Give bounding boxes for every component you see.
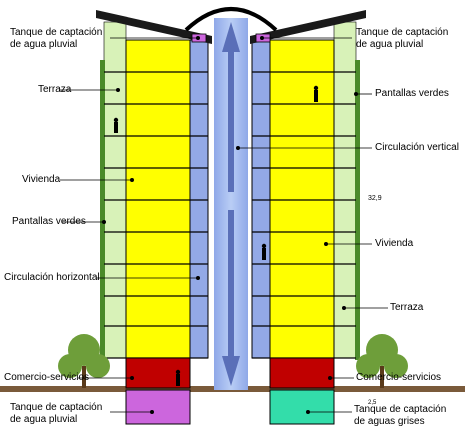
label-rain-tank-roof-right: Tanque de captación de agua pluvial	[356, 27, 448, 51]
label-terrace-left: Terraza	[38, 84, 72, 95]
label-horizontal-circulation: Circulación horizontal	[4, 272, 100, 283]
horizontal-circulation-right	[251, 39, 271, 359]
grey-water-tank	[269, 389, 335, 425]
green-vine-left	[100, 60, 105, 360]
horizontal-circulation-left	[189, 39, 209, 359]
label-dimension-height: 32,9	[368, 195, 382, 202]
label-rain-tank-underground: Tanque de captación de agua pluvial	[10, 402, 102, 426]
housing-block-right	[269, 39, 335, 359]
housing-block-left	[125, 39, 191, 359]
label-green-screens-right: Pantallas verdes	[375, 88, 449, 99]
floor-lines-left	[104, 71, 208, 359]
label-commerce-right: Comercio-servicios	[356, 372, 442, 383]
label-housing-right: Vivienda	[375, 238, 414, 249]
commerce-right	[269, 357, 335, 389]
label-grey-water-tank: Tanque de captación de aguas grises	[354, 404, 446, 428]
label-vertical-circulation: Circulación vertical	[375, 142, 459, 153]
label-terrace-right: Terraza	[390, 302, 424, 313]
tree-right	[356, 334, 408, 388]
label-text: Tanque de captación de agua pluvial	[10, 27, 103, 50]
roof-right	[250, 10, 366, 44]
label-text: Tanque de captación de agua pluvial	[356, 27, 449, 50]
floor-lines-right	[252, 71, 356, 359]
label-rain-tank-roof-left: Tanque de captación de agua pluvial	[10, 27, 102, 51]
core-arrows	[222, 22, 240, 386]
commerce-left	[125, 357, 191, 389]
label-green-screens-left: Pantallas verdes	[12, 216, 86, 227]
person-icon	[113, 85, 319, 386]
label-text: Tanque de captación de agua pluvial	[10, 402, 103, 425]
roof-dome	[184, 7, 278, 32]
tree-left	[58, 334, 110, 388]
rain-tank-underground	[125, 389, 191, 425]
leader-lines	[60, 36, 388, 414]
label-housing-left: Vivienda	[22, 174, 61, 185]
label-dimension-small: 2,5	[368, 400, 377, 406]
label-text: Tanque de captación de aguas grises	[354, 404, 447, 427]
green-vine-right	[355, 60, 360, 360]
roof-left	[96, 10, 212, 44]
label-commerce-left: Comercio-servicios	[4, 372, 90, 383]
